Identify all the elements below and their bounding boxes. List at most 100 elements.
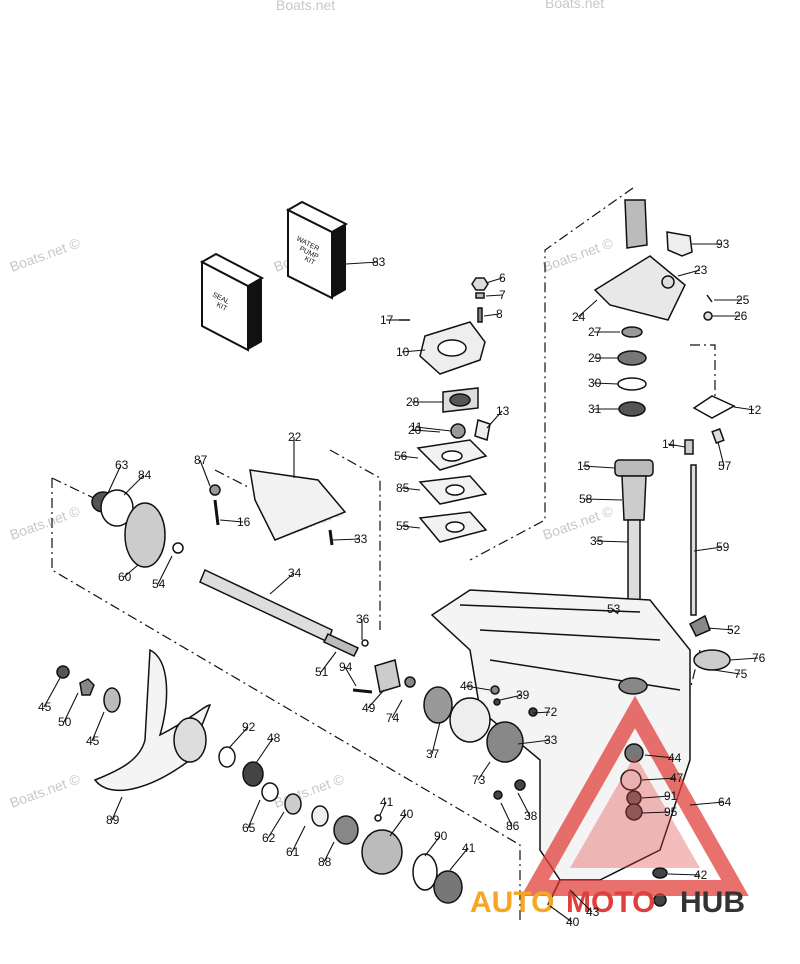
part-callout-40: 40	[400, 807, 414, 821]
part-callout-45: 45	[86, 734, 100, 748]
part-callout-26: 26	[734, 309, 748, 323]
part-callout-90: 90	[434, 829, 448, 843]
water-pump-kit-box: WATER PUMP KIT	[285, 200, 349, 300]
leader-line	[465, 685, 491, 691]
part-callout-36: 36	[356, 612, 370, 626]
part-callout-89: 89	[106, 813, 120, 827]
part-callout-11: 11	[410, 420, 423, 434]
part-callout-37: 37	[426, 747, 440, 761]
part-callout-33: 33	[544, 733, 558, 747]
logo-text-auto: AUTO	[470, 886, 554, 919]
part-callout-55: 55	[396, 519, 410, 533]
leader-line	[199, 459, 211, 487]
leader-line	[693, 546, 723, 552]
part-callout-88: 88	[318, 855, 332, 869]
leader-line	[517, 739, 551, 745]
part-callout-94: 94	[339, 660, 353, 674]
part-callout-34: 34	[288, 566, 302, 580]
propshaft-assembly	[91, 489, 538, 800]
part-callout-24: 24	[572, 310, 586, 324]
part-callout-57: 57	[718, 459, 732, 473]
part-callout-27: 27	[588, 325, 602, 339]
water-pump-assembly	[399, 277, 491, 543]
part-callout-49: 49	[362, 701, 376, 715]
leader-line	[584, 498, 623, 501]
part-callout-53: 53	[607, 602, 621, 616]
leader-line	[449, 847, 469, 871]
leader-line	[595, 540, 629, 543]
part-callout-10: 10	[396, 345, 410, 359]
leader-line	[667, 443, 686, 448]
leader-line	[399, 455, 419, 459]
part-callout-74: 74	[386, 711, 400, 725]
leader-line	[63, 692, 79, 723]
leader-line	[612, 608, 619, 615]
leader-line	[677, 269, 701, 277]
leader-line	[717, 441, 725, 467]
leader-line	[593, 382, 619, 385]
leader-line	[500, 802, 513, 827]
leader-line	[729, 657, 759, 661]
propeller-assembly	[56, 648, 463, 904]
part-callout-30: 30	[588, 376, 602, 390]
part-callout-65: 65	[242, 821, 256, 835]
part-callout-73: 73	[472, 773, 486, 787]
part-callout-75: 75	[734, 667, 748, 681]
part-callout-15: 15	[577, 459, 591, 473]
leader-line	[43, 677, 61, 708]
leader-line	[91, 711, 105, 742]
leader-line	[713, 669, 741, 675]
leader-line	[689, 801, 725, 806]
leader-line	[247, 799, 261, 829]
leader-line	[733, 406, 755, 411]
part-callout-50: 50	[58, 715, 72, 729]
leader-line	[401, 349, 426, 353]
leader-line	[641, 795, 671, 799]
leader-line	[549, 905, 573, 923]
part-callout-91: 91	[664, 789, 678, 803]
part-callout-13: 13	[496, 404, 510, 418]
part-callout-43: 43	[586, 905, 600, 919]
part-callout-39: 39	[516, 688, 530, 702]
part-callout-20: 20	[408, 423, 422, 437]
part-callout-93: 93	[716, 237, 730, 251]
part-callout-92: 92	[242, 720, 256, 734]
part-callout-35: 35	[590, 534, 604, 548]
watermark: Boats.net ©	[541, 502, 616, 542]
leader-line	[111, 796, 123, 821]
leader-line	[499, 694, 523, 701]
leader-line	[219, 519, 244, 523]
logo-text-moto: MOTO	[566, 886, 655, 919]
leader-line	[517, 792, 531, 817]
part-callout-38: 38	[524, 809, 538, 823]
leader-line	[391, 699, 403, 719]
leader-line	[332, 538, 361, 541]
part-callout-60: 60	[118, 570, 132, 584]
part-callout-7: 7	[499, 288, 506, 302]
leader-line	[379, 801, 387, 816]
part-callout-64: 64	[718, 795, 732, 809]
part-callout-56: 56	[394, 449, 408, 463]
watermark: Boats.net	[545, 0, 604, 11]
leader-line	[344, 666, 357, 687]
leader-line	[424, 835, 441, 857]
watermark: Boats.net ©	[272, 770, 347, 810]
part-callout-51: 51	[315, 665, 329, 679]
part-callout-25: 25	[736, 293, 750, 307]
part-callout-61: 61	[286, 845, 300, 859]
watermark: Boats.net	[276, 0, 335, 13]
part-callout-46: 46	[460, 679, 474, 693]
watermark: Boats.net ©	[8, 234, 83, 274]
part-callout-48: 48	[267, 731, 281, 745]
logo-text-hub: HUB	[680, 886, 745, 919]
watermark: Boats.net ©	[541, 234, 616, 274]
part-callout-95: 95	[664, 805, 678, 819]
leader-line	[123, 564, 139, 578]
leader-line	[641, 777, 677, 781]
part-callout-76: 76	[752, 651, 766, 665]
part-callout-17: 17	[380, 313, 394, 327]
part-callout-31: 31	[588, 402, 602, 416]
part-callout-29: 29	[588, 351, 602, 365]
